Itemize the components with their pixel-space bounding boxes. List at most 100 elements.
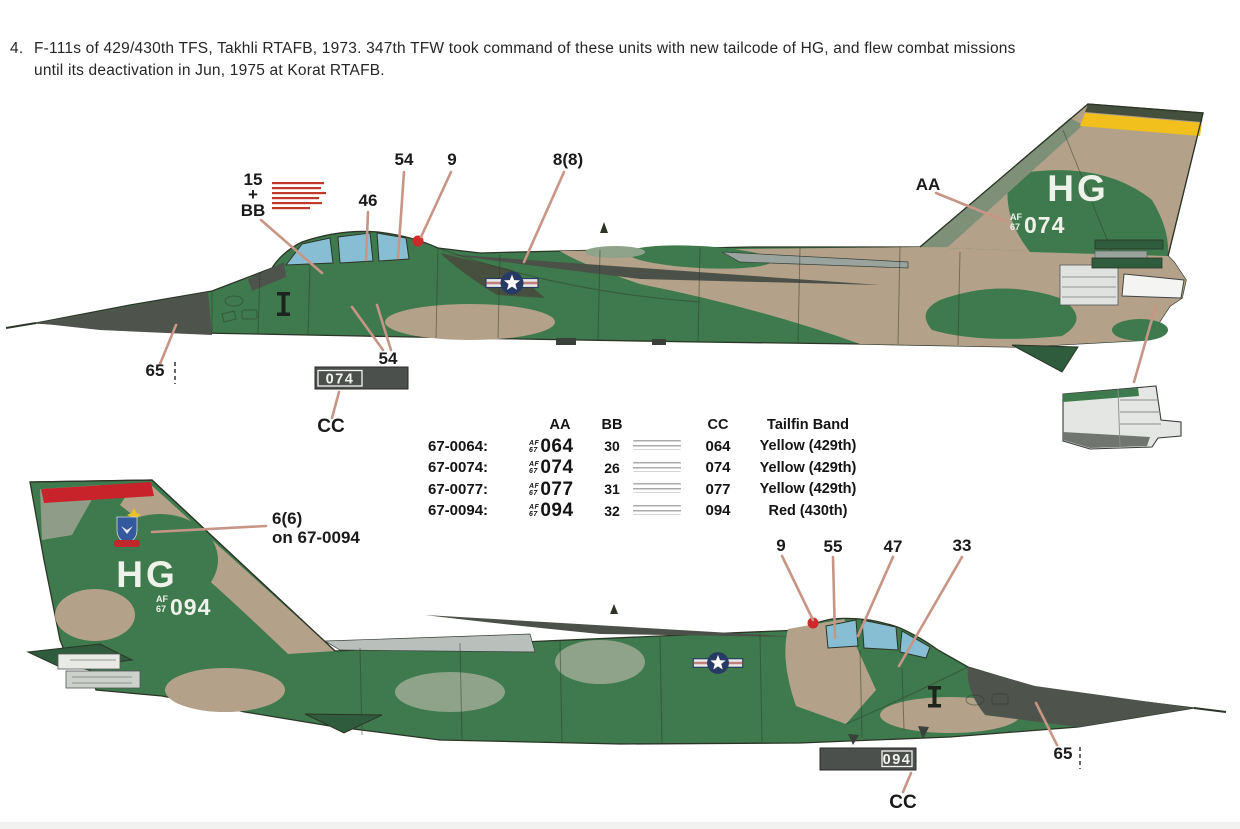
bb-cell: 31: [604, 481, 620, 498]
table-header-row: AA BB CC Tailfin Band: [428, 414, 869, 436]
cc-cell: 077: [705, 480, 731, 498]
bottom-gear-door-number: 094: [883, 752, 912, 768]
callout-on-67-0094: on 67-0094: [272, 528, 360, 547]
band-cell: Yellow (429th): [759, 438, 857, 455]
top-serial-prefix-67: 67: [1010, 222, 1020, 232]
callout-55: 55: [824, 537, 843, 556]
top-ventral-fin: [1011, 344, 1079, 373]
serial-cell: 67-0094:: [428, 502, 489, 520]
tailcone-detail-view: [1062, 385, 1182, 450]
serial-cell: 67-0064:: [428, 437, 489, 455]
aa-prefix-bottom: 67: [529, 446, 538, 454]
col-header-aa: AA: [549, 416, 571, 433]
cc-cell: 064: [705, 437, 731, 455]
page-edge: [0, 822, 1240, 829]
callout-65-bottom: 65: [1054, 744, 1073, 763]
callout-cc-bottom: CC: [889, 792, 917, 813]
top-tailfin: HG AF 67 074: [919, 103, 1204, 257]
col-header-cc: CC: [707, 416, 729, 433]
callout-46: 46: [359, 191, 378, 210]
aa-prefix-top: AF: [529, 439, 540, 447]
callout-aa: AA: [916, 175, 941, 194]
bottom-serial-prefix-af: AF: [156, 594, 168, 604]
stencil-data-block: [272, 182, 326, 210]
caption-line-2: until its deactivation in Jun, 1975 at K…: [34, 62, 385, 79]
top-serial-prefix-af: AF: [1010, 212, 1022, 222]
top-i-marking: [277, 292, 290, 316]
yellow-tailfin-band: [1080, 113, 1202, 136]
aa-number: 077: [540, 478, 574, 500]
aa-prefix-bottom: 67: [529, 468, 538, 476]
serial-cell: 67-0074:: [428, 459, 489, 477]
band-cell: Red (430th): [768, 502, 848, 519]
callout-cc-top: CC: [317, 416, 345, 437]
squadron-badge: [114, 508, 141, 547]
stencil-text: [633, 504, 681, 515]
bottom-tailfin: HG AF 67 094: [29, 479, 336, 654]
aa-prefix-top: AF: [529, 461, 540, 469]
callout-65-top: 65: [146, 361, 165, 380]
aa-number: 074: [540, 457, 574, 479]
top-gear-door-bar: 074: [314, 366, 409, 390]
bb-cell: 30: [604, 438, 620, 455]
aa-number: 064: [540, 435, 574, 457]
callout-33: 33: [953, 536, 972, 555]
band-cell: Yellow (429th): [759, 481, 857, 498]
stencil-text: [633, 440, 681, 451]
stencil-cell: [633, 437, 689, 455]
bottom-aircraft-profile: HG AF 67 094: [26, 479, 1227, 813]
band-cell: Yellow (429th): [759, 459, 857, 476]
bottom-callout-lines: [150, 524, 1081, 794]
caption-index: 4.: [10, 40, 24, 57]
bottom-serial-prefix-67: 67: [156, 604, 166, 614]
top-tailcode: HG: [1047, 168, 1109, 209]
top-aircraft-profile: HG AF 67 074: [5, 103, 1204, 437]
top-tail-serial: 074: [1024, 212, 1065, 238]
bb-cell: 26: [604, 459, 620, 476]
aa-prefix-bottom: 67: [529, 489, 538, 497]
callout-47: 47: [884, 537, 903, 556]
stencil-cell: [633, 502, 689, 520]
top-canopy: [284, 232, 410, 266]
bottom-exhaust-detail: [57, 653, 141, 689]
aa-number: 094: [540, 500, 574, 522]
bottom-i-marking: [928, 686, 941, 708]
cc-cell: 094: [705, 502, 731, 520]
top-gear-door-number: 074: [326, 372, 355, 388]
bottom-gear-door-bar: 094: [819, 747, 917, 771]
callout-9-bottom: 9: [776, 536, 785, 555]
aa-prefix-bottom: 67: [529, 511, 538, 519]
bottom-tail-serial: 094: [170, 594, 211, 620]
callout-54-lower: 54: [379, 349, 398, 368]
caption-block: 4. F-111s of 429/430th TFS, Takhli RTAFB…: [10, 38, 1160, 82]
top-exhaust-detail: [1059, 239, 1185, 306]
col-header-band: Tailfin Band: [767, 416, 849, 433]
callout-9-top: 9: [447, 150, 456, 169]
stencil-cell: [633, 459, 689, 477]
bottom-tailcode: HG: [116, 554, 178, 595]
callout-8-8: 8(8): [553, 150, 583, 169]
stencil-text: [633, 483, 681, 494]
col-header-bb: BB: [601, 416, 623, 433]
stencil-text: [633, 461, 681, 472]
top-callout-lines: [158, 170, 1158, 420]
callout-15: 15: [244, 170, 263, 189]
stencil-cell: [633, 480, 689, 498]
aa-prefix-top: AF: [529, 482, 540, 490]
callout-bb: BB: [241, 201, 266, 220]
aa-prefix-top: AF: [529, 504, 540, 512]
cc-cell: 074: [705, 459, 731, 477]
caption-line-1: F-111s of 429/430th TFS, Takhli RTAFB, 1…: [34, 40, 1016, 57]
